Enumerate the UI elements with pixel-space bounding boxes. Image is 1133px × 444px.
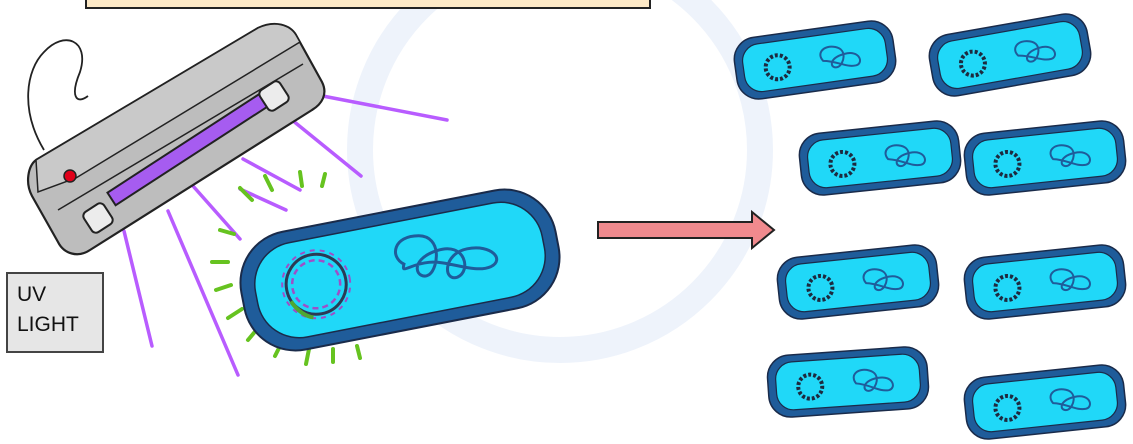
lamp-cord [27, 39, 89, 151]
glow-mark [263, 174, 274, 192]
offspring-bacterium-icon [766, 346, 930, 418]
lamp-endcap [82, 202, 114, 234]
glow-mark [304, 347, 311, 366]
parent-bacterium-icon [239, 188, 561, 352]
glow-mark [226, 307, 244, 320]
offspring-bacterium-icon [963, 244, 1127, 320]
glow-mark [218, 228, 236, 236]
glow-mark [238, 186, 254, 202]
cell-inner [254, 201, 546, 339]
glow-mark [320, 172, 327, 188]
uv-ray [290, 118, 363, 178]
lamp-endcap [258, 80, 290, 112]
plasmid-icon [281, 249, 352, 320]
offspring-bacterium-icon [963, 364, 1127, 440]
glow-mark [355, 344, 362, 360]
right-arrow-icon [597, 209, 776, 251]
uv-ray [191, 184, 242, 241]
uv-ray [238, 187, 288, 212]
offspring-bacterium-icon [928, 13, 1092, 97]
uv-lamp-icon [26, 22, 326, 256]
offspring-bacterium-icon [733, 20, 897, 100]
lamp-top-face [35, 23, 302, 194]
uv-rays [122, 90, 449, 377]
chromosome-icon [394, 234, 499, 280]
uv-ray [122, 229, 154, 348]
lamp-indicator-light [63, 169, 77, 183]
uv-ray [300, 90, 449, 122]
uv-ray [166, 209, 240, 377]
offspring-bacteria [733, 13, 1127, 440]
uv-light-label: UV LIGHT [17, 283, 79, 336]
background-watermark [347, 0, 773, 363]
offspring-bacterium-icon [963, 120, 1127, 196]
offspring-bacterium-icon [798, 120, 962, 196]
glow-mark [298, 170, 304, 188]
uv-label-frame [6, 272, 104, 353]
glow-mark [214, 283, 233, 292]
uv-ray [241, 157, 302, 192]
header-box [85, 0, 651, 9]
offspring-bacterium-icon [776, 244, 940, 320]
